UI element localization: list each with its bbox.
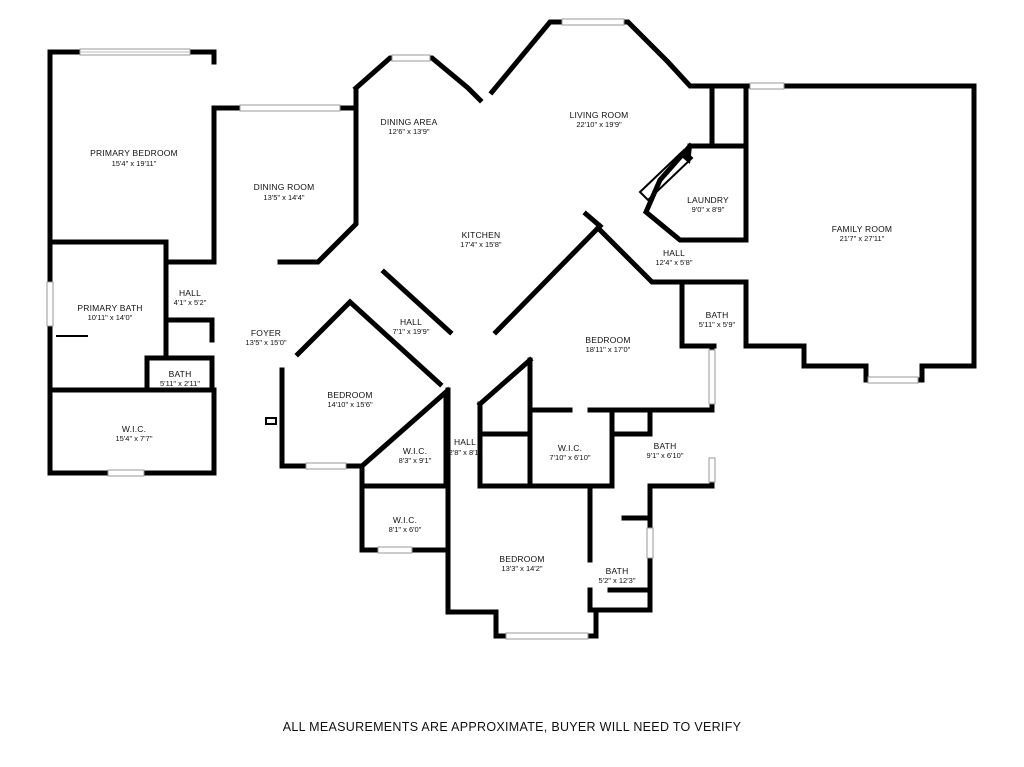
room-dims: 15'4" x 7'7" <box>116 434 153 443</box>
room-dims: 22'10" x 19'9" <box>576 120 622 129</box>
room-name: HALL <box>179 288 201 298</box>
wall-bedroom-a <box>607 343 715 593</box>
room-dims: 15'4" x 19'11" <box>112 159 157 168</box>
wall-bath-small <box>144 355 215 393</box>
wall-bath-d <box>587 483 653 613</box>
room-dims: 7'1" x 19'9" <box>393 327 430 336</box>
room-name: BEDROOM <box>327 390 372 400</box>
window-bedroom-b <box>305 462 347 470</box>
wall-laundry <box>642 142 749 243</box>
window-primary-bath <box>46 281 54 327</box>
wall-bedroom-b <box>279 367 365 469</box>
wall-wic-d <box>359 463 451 553</box>
room-name: HALL <box>454 437 476 447</box>
room-name: LAUNDRY <box>687 195 729 205</box>
room-dims: 8'1" x 6'0" <box>389 525 422 534</box>
wall-wic-c <box>527 357 615 489</box>
room-name: LIVING ROOM <box>570 110 629 120</box>
window-dining-room <box>239 104 341 112</box>
room-name: BATH <box>706 310 729 320</box>
window-bath-c <box>708 457 716 483</box>
room-name: FOYER <box>251 328 281 338</box>
wall-dining-room-right <box>277 105 359 265</box>
room-name: KITCHEN <box>462 230 501 240</box>
room-name: W.I.C. <box>393 515 417 525</box>
room-name: BATH <box>606 566 629 576</box>
window-dining-bay <box>391 54 431 62</box>
wall-hall-d-right <box>476 356 534 489</box>
room-dims: 17'4" x 15'8" <box>460 240 501 249</box>
room-labels: PRIMARY BEDROOM 15'4" x 19'11" DINING RO… <box>77 110 892 585</box>
room-dims: 13'5" x 14'4" <box>263 193 304 202</box>
window-living-bay <box>561 18 625 26</box>
room-name: DINING ROOM <box>254 182 315 192</box>
wall-bath-c <box>609 407 653 437</box>
room-name: BATH <box>654 441 677 451</box>
room-dims: 2'8" x 8'1" <box>449 448 482 457</box>
fireplace-hearth <box>678 146 692 164</box>
fireplace <box>638 148 694 202</box>
room-name: BEDROOM <box>499 554 544 564</box>
room-dims: 9'0" x 8'9" <box>692 205 725 214</box>
room-dims: 7'10" x 6'10" <box>549 453 590 462</box>
disclaimer-text: ALL MEASUREMENTS ARE APPROXIMATE, BUYER … <box>282 720 742 734</box>
room-dims: 5'11" x 2'11" <box>160 379 200 388</box>
wall-primary-bath-top <box>47 239 169 361</box>
room-name: W.I.C. <box>122 424 146 434</box>
room-dims: 12'4" x 5'8" <box>656 258 693 267</box>
room-dims: 10'11" x 14'0" <box>88 313 133 322</box>
room-dims: 21'7" x 27'11" <box>840 234 885 243</box>
wall-kitchen-diag <box>492 210 604 336</box>
room-dims: 13'5" x 15'0" <box>245 338 286 347</box>
room-name: BEDROOM <box>585 335 630 345</box>
room-dims: 12'6" x 13'9" <box>388 127 429 136</box>
window-family-bay <box>867 376 919 384</box>
room-dims: 13'3" x 14'2" <box>501 564 542 573</box>
wall-hall-b <box>594 224 749 285</box>
room-dims: 5'2" x 12'3" <box>599 576 636 585</box>
room-name: DINING AREA <box>381 117 438 127</box>
wall-dining-bay <box>352 55 484 104</box>
window-family-top <box>749 82 785 90</box>
room-dims: 9'1" x 6'10" <box>647 451 684 460</box>
room-dims: 4'1" x 5'2" <box>174 298 207 307</box>
room-name: HALL <box>663 248 685 258</box>
windows <box>46 18 919 640</box>
window-bedroom-a <box>708 349 716 405</box>
entry-step <box>265 417 277 425</box>
wall-wic-b <box>358 386 449 489</box>
fixtures <box>56 146 694 425</box>
room-dims: 14'10" x 15'6" <box>327 400 373 409</box>
room-name: BATH <box>169 369 192 379</box>
wall-bedroom-c <box>445 483 599 639</box>
window-bedroom-c <box>505 632 589 640</box>
wall-hall-c <box>380 268 454 336</box>
room-name: HALL <box>400 317 422 327</box>
room-name: W.I.C. <box>558 443 582 453</box>
room-name: PRIMARY BEDROOM <box>90 148 178 158</box>
room-dims: 5'11" x 5'9" <box>699 320 736 329</box>
window-bath-d <box>646 527 654 559</box>
window-wic-d <box>377 546 413 554</box>
wall-hall-a <box>167 259 217 343</box>
room-dims: 18'11" x 17'0" <box>586 345 631 354</box>
room-dims: 8'3" x 9'1" <box>399 456 432 465</box>
wall-bath-a <box>679 279 749 349</box>
room-name: FAMILY ROOM <box>832 224 892 234</box>
room-name: W.I.C. <box>403 446 427 456</box>
window-wic-a <box>107 469 145 477</box>
room-name: PRIMARY BATH <box>77 303 142 313</box>
walls <box>47 19 977 639</box>
wall-bedroom-b-top <box>294 298 444 388</box>
